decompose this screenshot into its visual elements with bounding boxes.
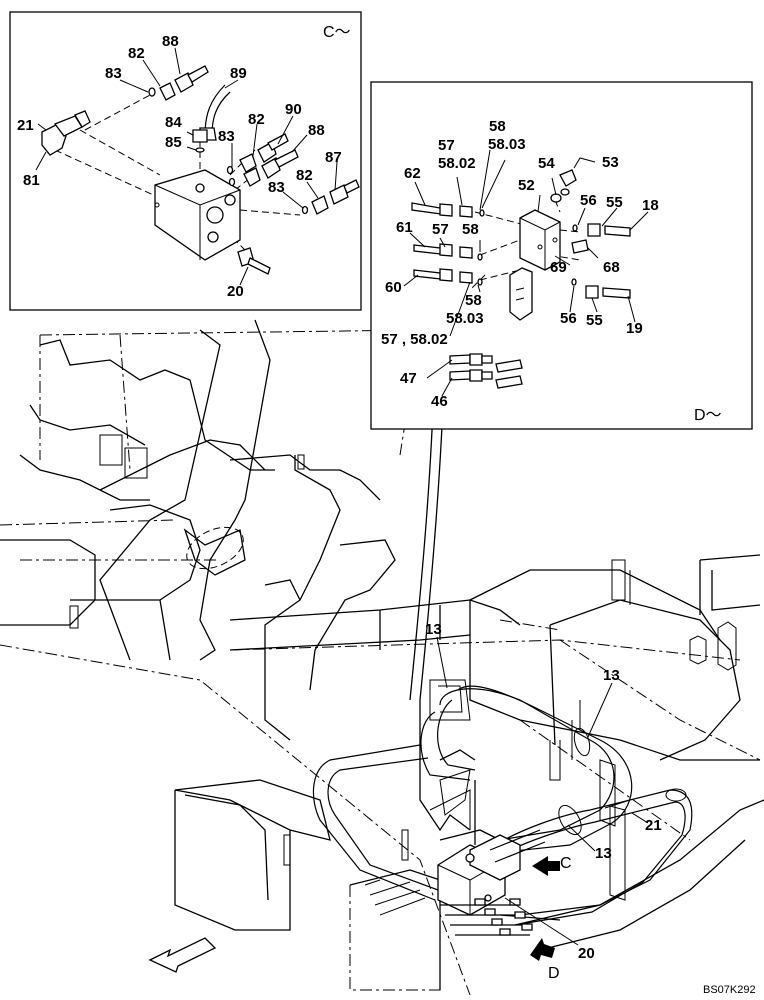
callout-d-57b: 57 (432, 221, 449, 238)
callout-d-18: 18 (642, 197, 659, 214)
callout-d-53: 53 (602, 154, 619, 171)
front-direction-arrow (148, 937, 217, 973)
inset-d-tag: D～ (694, 407, 722, 424)
callout-d-58-02a: 58.02 (438, 155, 476, 172)
inset-d-frame (370, 81, 753, 430)
callout-d-56a: 56 (580, 192, 597, 209)
callout-c-83b: 83 (218, 128, 235, 145)
callout-main-13a: 13 (425, 621, 442, 638)
callout-c-20: 20 (227, 283, 244, 300)
callout-main-20: 20 (578, 945, 595, 962)
callout-d-57-58-02: 57 , 58.02 (381, 331, 448, 348)
view-arrow-c-label: C (560, 855, 572, 872)
callout-d-58-03b: 58.03 (446, 310, 484, 327)
callout-c-82a: 82 (128, 45, 145, 62)
main-leaders (436, 636, 649, 946)
callout-d-55b: 55 (586, 312, 603, 329)
callout-d-56b: 56 (560, 310, 577, 327)
callout-d-57a: 57 (438, 137, 455, 154)
callout-d-68: 68 (603, 259, 620, 276)
callout-c-84: 84 (165, 114, 182, 131)
callout-c-88b: 88 (308, 122, 325, 139)
callout-d-54: 54 (538, 155, 555, 172)
callout-c-81: 81 (23, 172, 40, 189)
callout-d-62: 62 (404, 165, 421, 182)
view-arrow-c: C (532, 855, 572, 876)
callout-c-82c: 82 (296, 167, 313, 184)
callout-c-89: 89 (230, 65, 247, 82)
view-arrow-d: D (530, 938, 560, 982)
callout-c-83a: 83 (105, 65, 122, 82)
inset-d: D～ (370, 81, 753, 430)
callout-c-21: 21 (17, 117, 34, 134)
callout-d-60: 60 (385, 279, 402, 296)
machine-frame (0, 319, 764, 996)
drawing-code: BS07K292 (703, 984, 756, 996)
callout-main-13b: 13 (603, 667, 620, 684)
callout-main-13c: 13 (595, 845, 612, 862)
callout-d-47: 47 (400, 370, 417, 387)
callout-c-82b: 82 (248, 111, 265, 128)
main-callouts: 13 13 13 21 20 (425, 621, 662, 962)
inset-c-tag: C～ (323, 24, 351, 41)
callout-d-46: 46 (431, 393, 448, 410)
callout-c-85: 85 (165, 134, 182, 151)
view-arrow-d-label: D (548, 965, 560, 982)
callout-main-21: 21 (645, 817, 662, 834)
callout-d-58c: 58 (465, 292, 482, 309)
callout-c-90: 90 (285, 101, 302, 118)
callout-d-58a: 58 (489, 118, 506, 135)
callout-d-58-03a: 58.03 (488, 136, 526, 153)
callout-c-88a: 88 (162, 33, 179, 50)
callout-d-58b: 58 (462, 221, 479, 238)
callout-d-55a: 55 (606, 194, 623, 211)
callout-d-69: 69 (550, 259, 567, 276)
callout-c-83c: 83 (268, 179, 285, 196)
callout-c-87: 87 (325, 149, 342, 166)
inset-c-frame (9, 11, 362, 311)
callout-d-61: 61 (396, 219, 413, 236)
main-valve-block (437, 829, 546, 936)
callout-d-52: 52 (518, 177, 535, 194)
inset-c: C～ (9, 11, 362, 311)
callout-d-19: 19 (626, 320, 643, 337)
